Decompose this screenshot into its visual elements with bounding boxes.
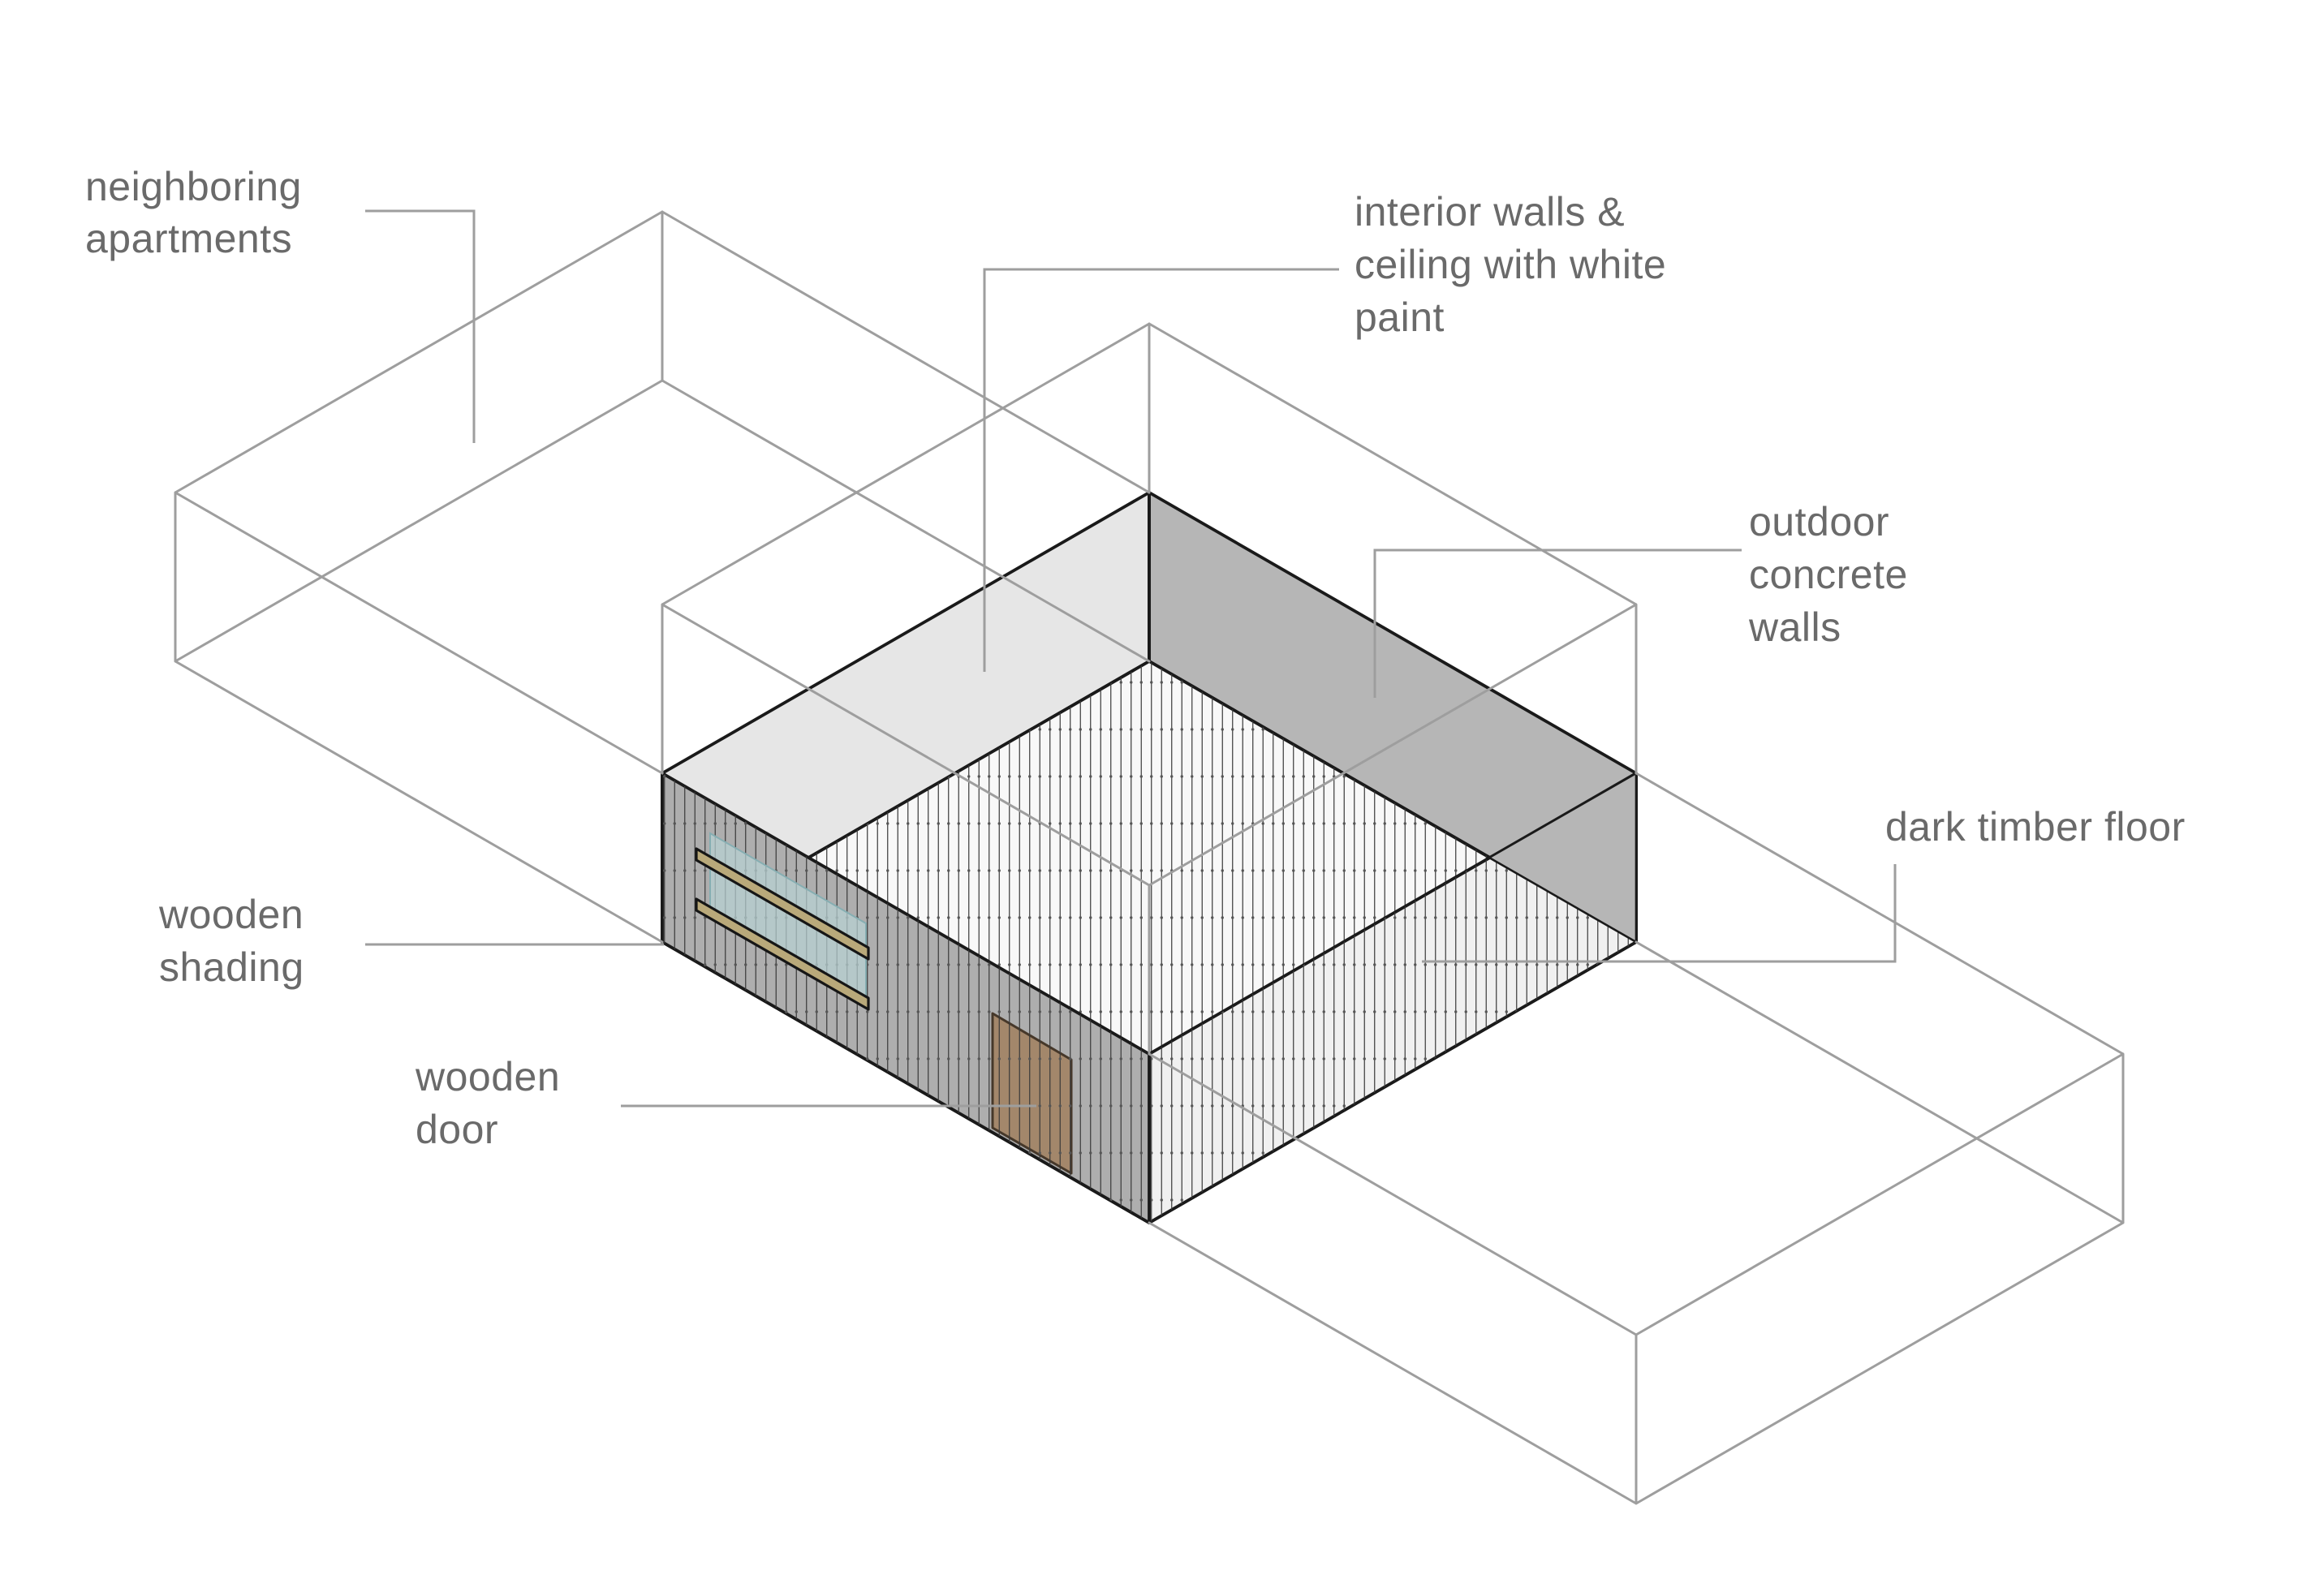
label-line: door bbox=[416, 1107, 498, 1152]
label-line: outdoor bbox=[1749, 499, 1889, 544]
label-line: shading bbox=[159, 944, 304, 990]
label-line: concrete bbox=[1749, 552, 1908, 597]
label-wooden-shading: wooden shading bbox=[158, 892, 304, 990]
wooden-shading-slat-upper bbox=[695, 847, 870, 961]
apartment-unit bbox=[661, 491, 1638, 1224]
label-line: wooden bbox=[415, 1054, 560, 1099]
labels: neighboring apartments interior walls & … bbox=[85, 164, 2186, 1152]
label-line: walls bbox=[1748, 604, 1841, 650]
label-line: apartments bbox=[85, 216, 292, 261]
label-line: dark timber floor bbox=[1885, 804, 2186, 850]
label-interior-walls: interior walls & ceiling with white pain… bbox=[1355, 189, 1666, 340]
wooden-shading-slat-lower bbox=[695, 897, 870, 1011]
label-line: ceiling with white bbox=[1355, 242, 1666, 287]
label-outdoor-concrete-walls: outdoor concrete walls bbox=[1748, 499, 1908, 650]
label-wooden-door: wooden door bbox=[415, 1054, 560, 1152]
leader-interior-walls bbox=[983, 268, 1339, 672]
floor-edge-band-hatch bbox=[1149, 773, 1636, 1223]
label-dark-timber-floor: dark timber floor bbox=[1885, 804, 2186, 850]
label-neighboring-apartments: neighboring apartments bbox=[85, 164, 302, 261]
wireframe-left-box bbox=[174, 210, 1151, 944]
leader-outdoor-concrete-walls bbox=[1373, 548, 1742, 698]
label-line: paint bbox=[1355, 295, 1445, 340]
label-line: neighboring bbox=[85, 164, 302, 209]
leader-dark-timber-floor bbox=[1422, 864, 1897, 963]
concrete-wall-southwest bbox=[661, 772, 1151, 1224]
wireframe-right-box bbox=[1148, 772, 2125, 1505]
leader-neighboring-apartments bbox=[365, 209, 476, 443]
wireframe-upper-box bbox=[661, 322, 1638, 1056]
leader-lines bbox=[365, 209, 1897, 1108]
wireframe-neighboring-apartments bbox=[174, 210, 2125, 1505]
label-line: interior walls & bbox=[1355, 189, 1625, 234]
east-corner-wall-triangle bbox=[1488, 772, 1638, 944]
label-line: wooden bbox=[158, 892, 304, 937]
